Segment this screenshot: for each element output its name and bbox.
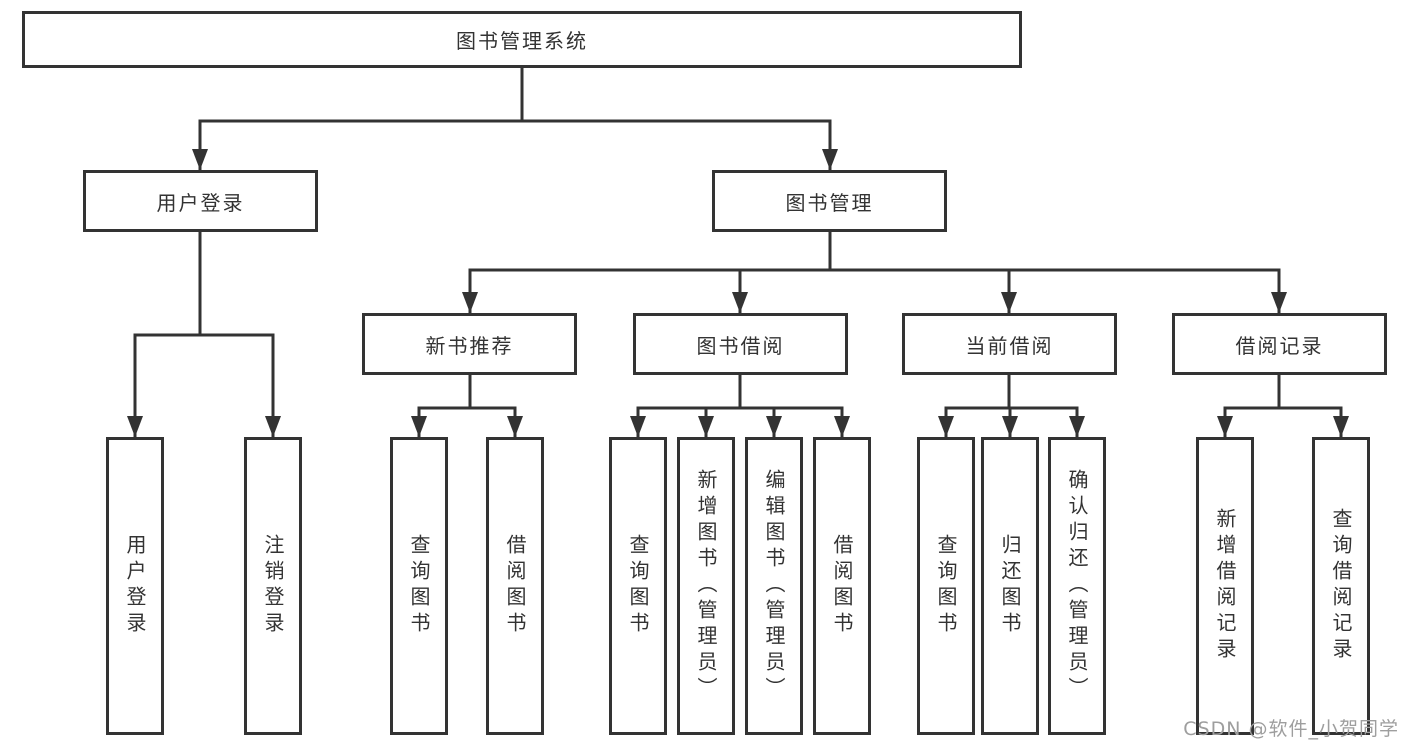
csdn-watermark: CSDN @软件_小贺同学 bbox=[1183, 718, 1399, 740]
node-label: 图书管理系统 bbox=[456, 29, 588, 53]
leaf-return-books: 归还图书 bbox=[981, 437, 1039, 735]
node-label: 确认归还（管理员） bbox=[1065, 469, 1089, 703]
node-label: 新增图书（管理员） bbox=[694, 469, 718, 703]
leaf-query-books-recommend: 查询图书 bbox=[390, 437, 448, 735]
leaf-add-books-admin: 新增图书（管理员） bbox=[677, 437, 735, 735]
leaf-query-borrow-record: 查询借阅记录 bbox=[1312, 437, 1370, 735]
node-label: 查询借阅记录 bbox=[1329, 508, 1353, 664]
node-label: 用户登录 bbox=[123, 534, 147, 638]
node-label: 图书借阅 bbox=[696, 333, 785, 358]
leaf-logout: 注销登录 bbox=[244, 437, 302, 735]
leaf-query-books-current: 查询图书 bbox=[917, 437, 975, 735]
node-label: 借阅图书 bbox=[503, 534, 527, 638]
node-current-borrowing: 当前借阅 bbox=[902, 313, 1117, 375]
node-borrowing-records: 借阅记录 bbox=[1172, 313, 1387, 375]
node-label: 归还图书 bbox=[998, 534, 1022, 638]
node-library-management-system: 图书管理系统 bbox=[22, 11, 1022, 68]
node-user-login: 用户登录 bbox=[83, 170, 318, 232]
node-book-borrowing: 图书借阅 bbox=[633, 313, 848, 375]
leaf-user-login: 用户登录 bbox=[106, 437, 164, 735]
node-label: 查询图书 bbox=[934, 534, 958, 638]
node-label: 新增借阅记录 bbox=[1213, 508, 1237, 664]
leaf-edit-books-admin: 编辑图书（管理员） bbox=[745, 437, 803, 735]
node-label: 查询图书 bbox=[407, 534, 431, 638]
node-label: 用户登录 bbox=[156, 190, 245, 215]
node-label: 当前借阅 bbox=[965, 333, 1054, 358]
leaf-borrow-books-recommend: 借阅图书 bbox=[486, 437, 544, 735]
leaf-borrow-books: 借阅图书 bbox=[813, 437, 871, 735]
node-label: 借阅图书 bbox=[830, 534, 854, 638]
node-new-book-recommendation: 新书推荐 bbox=[362, 313, 577, 375]
leaf-add-borrow-record: 新增借阅记录 bbox=[1196, 437, 1254, 735]
node-label: 新书推荐 bbox=[425, 333, 514, 358]
node-label: 图书管理 bbox=[785, 190, 874, 215]
node-label: 编辑图书（管理员） bbox=[762, 469, 786, 703]
node-book-management: 图书管理 bbox=[712, 170, 947, 232]
leaf-query-books-borrow: 查询图书 bbox=[609, 437, 667, 735]
node-label: 注销登录 bbox=[261, 534, 285, 638]
leaf-confirm-return-admin: 确认归还（管理员） bbox=[1048, 437, 1106, 735]
node-label: 查询图书 bbox=[626, 534, 650, 638]
node-label: 借阅记录 bbox=[1235, 333, 1324, 358]
